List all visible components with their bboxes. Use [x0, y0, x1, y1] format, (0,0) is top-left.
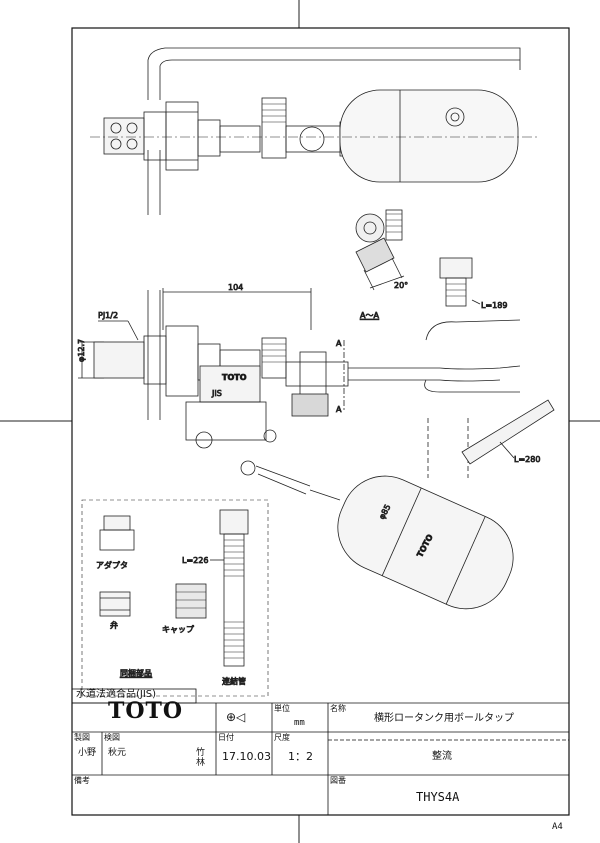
pipe-l280: L=280 — [427, 399, 555, 478]
length-226-label: L=226 — [182, 556, 208, 565]
accessory-parts: アダプタ 弁 キャップ L=226 連結管 同梱部品 — [81, 499, 269, 697]
checked-label: 検図 — [104, 733, 120, 742]
jis-mark: JIS — [211, 389, 222, 398]
drawing-no-label: 図番 — [330, 776, 346, 785]
cap-label: キャップ — [162, 625, 194, 634]
brand-logo: TOTO — [108, 698, 184, 724]
unit-label: 単位 — [274, 704, 290, 713]
fitting-l189: L=189 — [439, 257, 508, 310]
angle-label: 20° — [394, 281, 408, 290]
length-189-label: L=189 — [481, 301, 507, 310]
section-view-title: A～A — [360, 311, 379, 320]
bundled-parts-title: 同梱部品 — [120, 668, 152, 678]
pipe-label: 連結管 — [222, 676, 246, 686]
diameter-label: φ12.7 — [77, 339, 86, 362]
thread-label: PJ1/2 — [98, 311, 118, 320]
top-view — [90, 47, 540, 215]
standard-label: 水道法適合品(JIS) — [76, 689, 157, 700]
front-view: 104 PJ1/2 φ12.7 TOTO JIS A A A～A — [77, 283, 521, 495]
drawn-by: 小野 — [78, 748, 97, 758]
model-type: 整流 — [432, 751, 452, 762]
date-label: 日付 — [218, 733, 234, 742]
scale-value: 1：2 — [288, 750, 313, 763]
projection-symbol: ⊕◁ — [226, 710, 246, 724]
remarks-label: 備考 — [74, 776, 90, 785]
adapter-label: アダプタ — [96, 560, 128, 570]
scale-label: 尺度 — [274, 733, 290, 742]
paper-size: A4 — [552, 822, 563, 832]
dimension-104: 104 — [228, 283, 243, 292]
drawing-border — [71, 27, 570, 816]
title-block-grid — [71, 688, 569, 815]
section-a-detail: 20° — [355, 209, 409, 290]
drawn-label: 製図 — [74, 733, 90, 742]
date-value: 17.10.03 — [222, 750, 271, 763]
float-ball: TOTO φ85 — [309, 475, 514, 610]
approved-by: 竹林 — [196, 748, 206, 768]
product-name: 横形ロータンク用ボールタップ — [374, 713, 514, 724]
valve-label: 弁 — [110, 620, 118, 630]
name-label: 名称 — [330, 704, 346, 713]
unit-value: mm — [294, 718, 305, 728]
length-280-label: L=280 — [514, 455, 540, 464]
checked-by: 秋元 — [108, 748, 127, 758]
section-mark-top: A — [336, 339, 342, 348]
drawing-number: THYS4A — [416, 790, 460, 804]
section-mark-bottom: A — [336, 405, 342, 414]
valve-brand: TOTO — [222, 373, 247, 382]
